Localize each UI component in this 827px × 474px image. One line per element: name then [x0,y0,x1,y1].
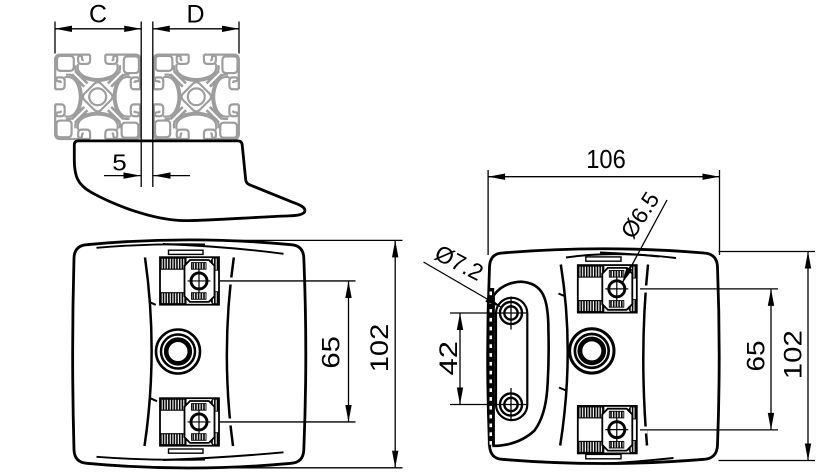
svg-text:C: C [89,1,107,29]
svg-text:D: D [186,1,204,29]
svg-text:42: 42 [435,341,463,376]
svg-text:102: 102 [779,330,807,379]
svg-text:65: 65 [742,341,770,372]
svg-text:5: 5 [112,150,127,176]
svg-text:102: 102 [366,324,394,373]
svg-text:65: 65 [318,336,346,369]
svg-text:106: 106 [586,144,626,174]
